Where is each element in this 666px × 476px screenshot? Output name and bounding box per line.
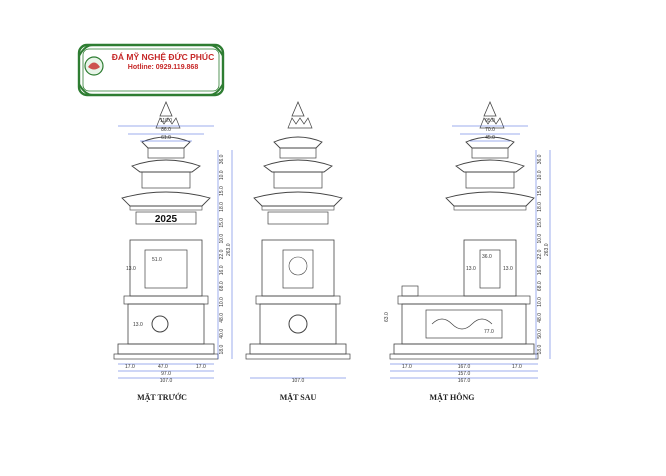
dim-front-height-6: 22.0: [219, 249, 225, 259]
caption-front: MẶT TRƯỚC: [137, 392, 187, 402]
dim-front-niche-0: 13.0: [126, 266, 136, 272]
corner-post: [401, 285, 419, 297]
logo-company-name: ĐÁ MỸ NGHỆ ĐỨC PHÚC: [111, 52, 215, 62]
dim-side-height-10: 48.0: [537, 313, 543, 323]
dim-front-height-1: 10.0: [219, 170, 225, 180]
dim-front-bottom-1: 47.0: [158, 364, 168, 370]
dim-side-height-0: 36.0: [537, 154, 543, 164]
dim-side-height-7: 16.0: [537, 265, 543, 275]
dim-side-wall: 63.0: [384, 312, 390, 322]
dim-side-height-9: 10.0: [537, 297, 543, 307]
dim-side-bottom-4: 167.0: [458, 378, 471, 384]
dim-front-top-1: 86.0: [161, 127, 171, 133]
dim-side-total: 263.0: [544, 243, 550, 256]
dim-side-niche-2: 13.0: [503, 266, 513, 272]
dim-front-height-4: 15.0: [219, 218, 225, 228]
dim-side-bottom-0: 17.0: [402, 364, 412, 370]
front-view: 2025 110.0 86.0 61.0 263.0 36.0 10.0 15.0 1…: [113, 101, 233, 402]
dim-side-niche-1: 13.0: [466, 266, 476, 272]
dim-side-height-12: 18.0: [537, 344, 543, 354]
year-plaque: 2025: [155, 214, 178, 225]
dim-front-total: 263.0: [226, 243, 232, 256]
dim-side-top-1: 70.0: [485, 127, 495, 133]
dim-front-height-3: 18.0: [219, 202, 225, 212]
dim-front-height-7: 16.0: [219, 265, 225, 275]
dim-side-height-5: 10.0: [537, 234, 543, 244]
dim-front-top-2: 61.0: [161, 135, 171, 141]
dim-back-bottom: 107.0: [292, 378, 305, 384]
dim-front-bottom-3: 97.0: [161, 371, 171, 377]
side-niche: [479, 249, 501, 289]
caption-side: MẶT HÔNG: [430, 392, 475, 402]
dim-front-height-8: 68.0: [219, 281, 225, 291]
dim-front-bottom-2: 17.0: [196, 364, 206, 370]
dim-front-height-2: 15.0: [219, 186, 225, 196]
back-longevity-symbol-icon: [288, 314, 308, 334]
dim-side-height-4: 15.0: [537, 218, 543, 228]
dim-side-height-2: 15.0: [537, 186, 543, 196]
logo-frame: [77, 43, 225, 97]
dim-side-height-3: 18.0: [537, 202, 543, 212]
dim-front-height-0: 36.0: [219, 154, 225, 164]
dim-front-height-11: 40.0: [219, 329, 225, 339]
dim-side-height-8: 68.0: [537, 281, 543, 291]
dragon-relief-panel: [425, 309, 503, 339]
company-logo: ĐÁ MỸ NGHỆ ĐỨC PHÚC Hotline: 0929.119.86…: [76, 42, 226, 98]
dim-side-height-11: 50.0: [537, 329, 543, 339]
dim-side-bottom-1: 167.0: [458, 364, 471, 370]
dim-side-top-0: 95.0: [485, 118, 495, 124]
dim-side-base-inner: 77.0: [484, 329, 494, 335]
dim-front-height-12: 18.0: [219, 344, 225, 354]
dim-side-bottom-3: 157.0: [458, 371, 471, 377]
dim-side-top-2: 45.0: [485, 135, 495, 141]
side-view: 95.0 70.0 45.0 263.0 36.0 10.0 15.0 18.0 15.…: [384, 101, 551, 402]
flower-vase-icon: [288, 256, 308, 276]
dim-front-height-9: 10.0: [219, 297, 225, 307]
dim-front-top-0: 110.0: [160, 118, 172, 124]
dim-side-height-6: 22.0: [537, 249, 543, 259]
dim-front-bottom-0: 17.0: [125, 364, 135, 370]
dim-side-niche-0: 36.0: [482, 254, 492, 260]
back-flower-panel: [282, 249, 314, 289]
dim-side-bottom-2: 17.0: [512, 364, 522, 370]
caption-back: MẶT SAU: [280, 393, 317, 402]
dim-front-niche-1: 51.0: [152, 257, 162, 263]
logo-hotline: Hotline: 0929.119.868: [127, 64, 199, 71]
dim-front-height-5: 10.0: [219, 234, 225, 244]
dragon-relief-icon: [431, 318, 493, 330]
longevity-symbol-icon: [151, 315, 169, 333]
dim-front-base-inner: 13.0: [133, 322, 143, 328]
back-view: 107.0 MẶT SAU: [245, 101, 351, 402]
dim-front-bottom-4: 107.0: [160, 378, 173, 384]
dim-side-height-1: 10.0: [537, 170, 543, 180]
dim-front-height-10: 48.0: [219, 313, 225, 323]
front-niche: [144, 249, 188, 289]
